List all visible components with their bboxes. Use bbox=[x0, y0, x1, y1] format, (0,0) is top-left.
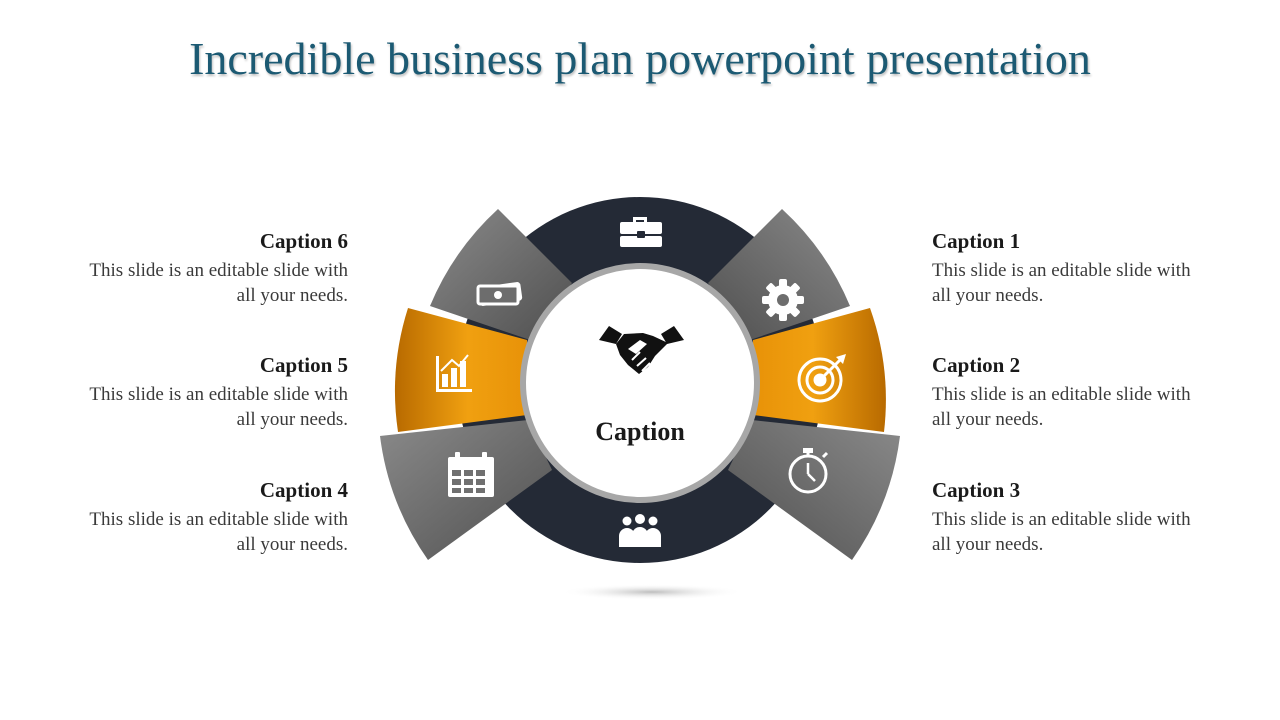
slide-title: Incredible business plan powerpoint pres… bbox=[189, 33, 1091, 84]
segment-caption-6[interactable] bbox=[430, 209, 572, 340]
bar-chart-icon bbox=[436, 354, 472, 392]
money-icon bbox=[476, 282, 523, 306]
team-icon bbox=[619, 514, 661, 547]
briefcase-icon bbox=[620, 217, 662, 247]
caption-1-text: This slide is an editable slide with all… bbox=[932, 260, 1191, 306]
center-caption: Caption bbox=[595, 417, 685, 446]
segment-caption-1[interactable] bbox=[708, 209, 850, 340]
caption-4-block: Caption 4 This slide is an editable slid… bbox=[78, 477, 348, 557]
handshake-icon bbox=[599, 326, 684, 374]
caption-3-text: This slide is an editable slide with all… bbox=[932, 509, 1191, 555]
caption-1-block: Caption 1 This slide is an editable slid… bbox=[932, 228, 1202, 308]
diagram-shadow bbox=[560, 584, 744, 600]
caption-4-title: Caption 4 bbox=[259, 478, 348, 502]
caption-4-text: This slide is an editable slide with all… bbox=[89, 509, 348, 555]
caption-3-title: Caption 3 bbox=[932, 478, 1021, 502]
target-icon bbox=[797, 354, 846, 403]
caption-6-text: This slide is an editable slide with all… bbox=[89, 260, 348, 306]
calendar-icon bbox=[448, 452, 494, 497]
caption-2-block: Caption 2 This slide is an editable slid… bbox=[932, 352, 1202, 432]
caption-2-title: Caption 2 bbox=[932, 353, 1021, 377]
caption-5-block: Caption 5 This slide is an editable slid… bbox=[78, 352, 348, 432]
caption-5-title: Caption 5 bbox=[259, 353, 348, 377]
caption-2-text: This slide is an editable slide with all… bbox=[932, 384, 1191, 430]
caption-5-text: This slide is an editable slide with all… bbox=[89, 384, 348, 430]
segment-caption-2[interactable] bbox=[753, 308, 886, 432]
gear-icon bbox=[762, 279, 804, 321]
caption-3-block: Caption 3 This slide is an editable slid… bbox=[932, 477, 1202, 557]
caption-1-title: Caption 1 bbox=[932, 229, 1021, 253]
center-circle[interactable] bbox=[520, 263, 760, 503]
stopwatch-icon bbox=[788, 448, 829, 494]
caption-6-title: Caption 6 bbox=[259, 229, 348, 253]
caption-6-block: Caption 6 This slide is an editable slid… bbox=[78, 228, 348, 308]
